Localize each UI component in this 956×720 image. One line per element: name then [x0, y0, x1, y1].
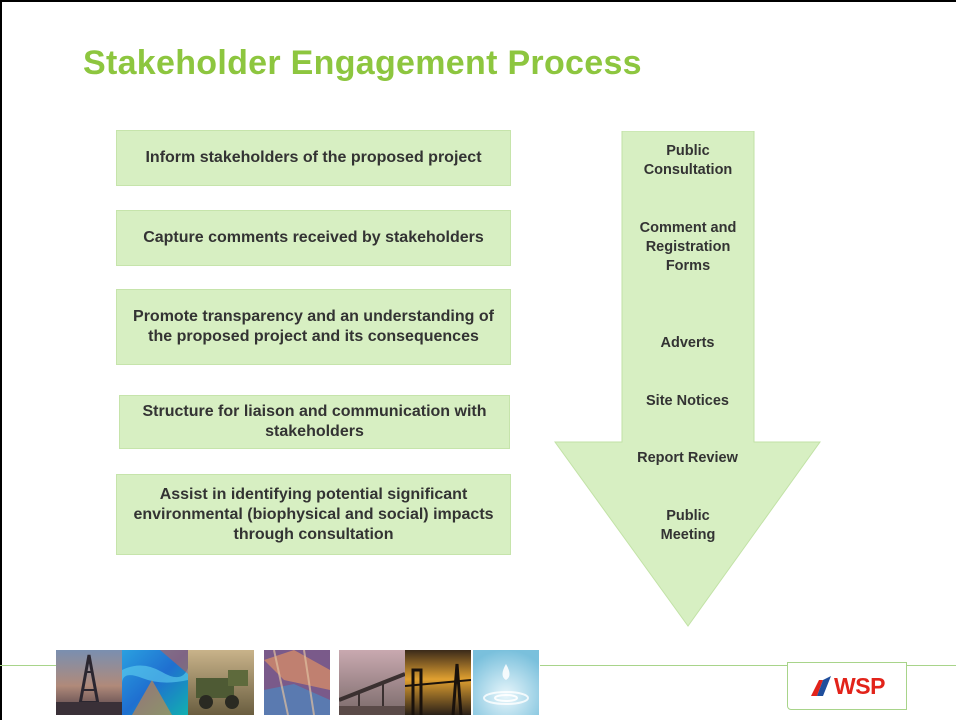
geology-map-photo [264, 650, 330, 715]
footer-line-left [0, 665, 56, 666]
wsp-logo-mark-icon [811, 676, 832, 696]
step-comment-registration-forms: Comment and Registration Forms [639, 220, 737, 274]
drilling-rig-photo [56, 650, 122, 715]
footer-line-right [906, 665, 956, 666]
step-report-review: Report Review [637, 450, 738, 466]
objective-box-4: Structure for liaison and communication … [119, 395, 510, 449]
step-adverts: Adverts [660, 335, 715, 351]
objective-box-1: Inform stakeholders of the proposed proj… [116, 130, 511, 186]
wsp-logo-text: WSP [834, 672, 885, 699]
step-public-consultation: Public Consultation [643, 143, 733, 178]
slide-title: Stakeholder Engagement Process [83, 44, 642, 82]
objective-box-5: Assist in identifying potential signific… [116, 474, 511, 555]
footer-line-middle [540, 665, 788, 666]
objective-box-2: Capture comments received by stakeholder… [116, 210, 511, 266]
conveyor-photo [339, 650, 405, 715]
step-public-meeting: Public Meeting [660, 508, 716, 543]
mining-equipment-photo [188, 650, 254, 715]
wsp-logo: WSP [787, 662, 907, 710]
water-droplet-photo [473, 650, 539, 715]
fluid-model-photo [122, 650, 188, 715]
industrial-sunset-photo [405, 650, 471, 715]
step-site-notices: Site Notices [646, 393, 729, 409]
objective-box-3: Promote transparency and an understandin… [116, 289, 511, 365]
process-arrow [554, 131, 821, 627]
